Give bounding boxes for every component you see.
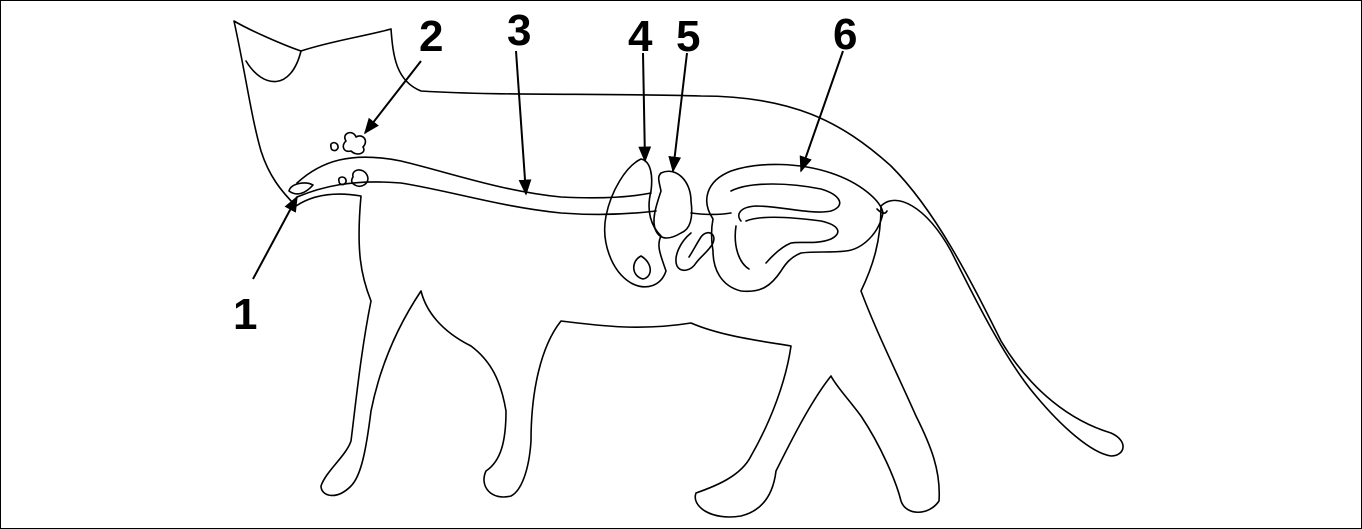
intestines [707,164,883,291]
leader-6 [801,51,843,171]
leader-5 [673,53,687,171]
intestine-coil-1 [731,184,840,221]
cat-ear-line [246,51,301,82]
esophagus-upper-wall [297,157,651,198]
leader-4 [643,53,645,161]
leader-3 [516,51,526,194]
label-4: 4 [628,12,653,61]
salivary-gland-upper [343,133,365,154]
label-2: 2 [419,12,443,61]
intestine-coil-3 [735,226,749,269]
label-1: 1 [233,290,257,339]
connector-to-intestine [691,213,731,215]
label-6: 6 [833,10,857,59]
intestine-coil-2 [746,217,838,263]
duodenum-loop [676,233,714,271]
salivary-gland-lower [352,170,368,186]
leader-1 [253,197,297,279]
label-5: 5 [676,12,700,61]
stomach [654,171,692,238]
leader-2 [365,61,421,133]
label-3: 3 [507,6,531,55]
gallbladder [634,256,651,279]
liver [605,159,666,287]
salivary-gland-small [331,143,338,151]
